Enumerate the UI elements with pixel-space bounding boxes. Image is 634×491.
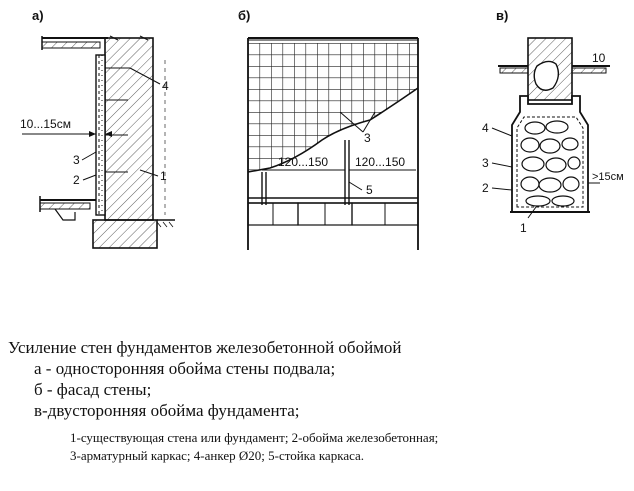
caption-item-a: а - односторонняя обойма стены подвала; — [34, 359, 336, 378]
dim-b-right: 120...150 — [355, 155, 405, 169]
panel-v-tag: в) — [496, 8, 508, 23]
callout-v-1: 1 — [520, 221, 527, 235]
existing-wall — [104, 37, 154, 221]
callout-b-3: 3 — [364, 131, 371, 145]
panel-a: а) 10...15см — [20, 8, 175, 249]
footing — [92, 219, 158, 249]
legend-line-1: 1-существующая стена или фундамент; 2-об… — [70, 430, 439, 445]
panel-v: в) 10 >15см 4 3 2 1 — [482, 8, 624, 235]
reinforcement-mesh — [248, 43, 418, 172]
dim-v-side: >15см — [592, 171, 624, 183]
callout-b-5: 5 — [366, 183, 373, 197]
figure-caption: Усиление стен фундаментов железобетонной… — [8, 337, 628, 465]
caption-legend: 1-существующая стена или фундамент; 2-об… — [8, 429, 628, 465]
concrete-jacket — [95, 54, 106, 216]
panel-a-tag: а) — [32, 8, 44, 23]
dim-b-left: 120...150 — [278, 155, 328, 169]
callout-a-3: 3 — [73, 153, 80, 167]
callout-a-4: 4 — [162, 79, 169, 93]
caption-title: Усиление стен фундаментов железобетонной… — [8, 338, 402, 357]
reinforcement-diagram: а) 10...15см — [20, 8, 624, 250]
panel-b-tag: б) — [238, 8, 250, 23]
callout-v-4: 4 — [482, 121, 489, 135]
callout-v-2: 2 — [482, 181, 489, 195]
dim-v-top: 10 — [592, 51, 606, 65]
callout-v-3: 3 — [482, 156, 489, 170]
callout-a-1: 1 — [160, 169, 167, 183]
panel-b: б) 120...150 120...150 — [238, 8, 419, 250]
caption-item-b: б - фасад стены; — [34, 380, 152, 399]
callout-a-2: 2 — [73, 173, 80, 187]
dim-a-label: 10...15см — [20, 117, 71, 131]
rubble-foundation — [520, 120, 581, 207]
legend-line-2: 3-арматурный каркас; 4-анкер Ø20; 5-стой… — [70, 448, 365, 463]
jacket-outline — [511, 95, 589, 213]
caption-item-v: в-двусторонняя обойма фундамента; — [34, 401, 300, 420]
